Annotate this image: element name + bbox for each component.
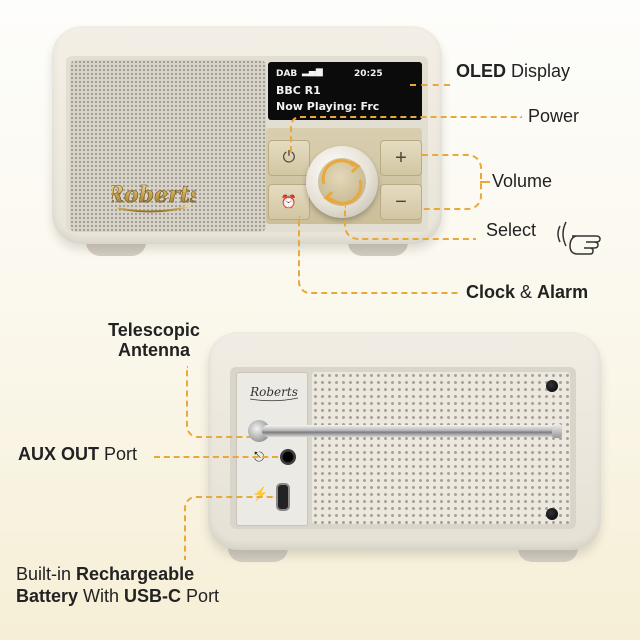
antenna-leader xyxy=(186,366,250,438)
alarm-label-bold: Alarm xyxy=(537,282,589,302)
rotate-arrows-icon xyxy=(321,159,363,205)
minus-icon: − xyxy=(395,190,407,213)
aux-out-port[interactable] xyxy=(280,449,296,465)
roberts-logo-text-front: Roberts xyxy=(112,182,196,208)
clock-label-amp: & xyxy=(515,282,538,302)
roberts-logo-back: Roberts xyxy=(246,382,302,402)
volume-leader xyxy=(422,154,482,210)
alarm-clock-icon: ⏰ xyxy=(280,194,298,209)
usb-c-port[interactable] xyxy=(276,483,290,511)
battery-label-line2: Battery With USB-C Port xyxy=(16,585,219,607)
plus-icon: + xyxy=(395,146,407,169)
telescopic-antenna[interactable] xyxy=(262,425,558,437)
volume-down-button[interactable]: − xyxy=(380,184,422,220)
screen-now-playing: Now Playing: Frc xyxy=(276,100,380,113)
antenna-label: Telescopic Antenna xyxy=(100,320,208,360)
screw-top-right xyxy=(546,380,558,392)
battery-l2-plain: With xyxy=(78,586,125,606)
screw-bottom-right xyxy=(546,508,558,520)
aux-label-rest: Port xyxy=(99,444,138,464)
oled-screen: DAB ▂▄▆ 20:25 BBC R1 Now Playing: Frc xyxy=(268,62,422,120)
aux-leader xyxy=(154,456,278,458)
oled-leader xyxy=(410,84,450,86)
oled-label-rest: Display xyxy=(506,61,571,81)
power-leader xyxy=(290,116,522,154)
battery-l2-rest: Port xyxy=(181,586,220,606)
battery-label: Built-in Rechargeable Battery With USB-C… xyxy=(16,563,219,607)
battery-l1-bold: Rechargeable xyxy=(76,564,195,584)
volume-label: Volume xyxy=(492,171,553,191)
battery-l1-plain: Built-in xyxy=(16,564,77,584)
front-speaker-grille xyxy=(70,60,266,232)
roberts-logo-text-back: Roberts xyxy=(249,385,298,399)
clock-alarm-label: Clock & Alarm xyxy=(466,282,588,303)
volume-leader-tick xyxy=(480,181,490,183)
aux-label-bold: AUX OUT xyxy=(18,444,99,464)
battery-l2-bold2: USB-C xyxy=(124,586,182,606)
hand-press-icon xyxy=(557,221,601,255)
front-foot-left xyxy=(86,240,146,256)
select-leader xyxy=(344,206,476,240)
battery-label-line1: Built-in Rechargeable xyxy=(16,563,219,585)
power-label: Power xyxy=(528,106,580,126)
alarm-button[interactable]: ⏰ xyxy=(268,184,310,220)
aux-out-label: AUX OUT Port xyxy=(18,444,137,465)
select-label: Select xyxy=(486,220,537,240)
usb-leader xyxy=(184,496,276,560)
screen-clock: 20:25 xyxy=(354,69,383,79)
antenna-label-line2: Antenna xyxy=(118,340,190,360)
back-speaker-grille xyxy=(312,372,570,524)
oled-display-label: OLED Display xyxy=(456,61,570,82)
roberts-badge-front: Roberts xyxy=(104,176,232,220)
battery-l2-bold1: Battery xyxy=(16,586,79,606)
antenna-tip xyxy=(552,424,562,438)
power-button[interactable]: ⏻ xyxy=(268,140,310,176)
screen-station: BBC R1 xyxy=(276,84,321,97)
volume-up-button[interactable]: + xyxy=(380,140,422,176)
front-foot-right xyxy=(348,240,408,256)
back-foot-right xyxy=(518,546,578,562)
clock-leader xyxy=(298,216,460,294)
oled-label-bold: OLED xyxy=(456,61,507,81)
screen-signal-icon: ▂▄▆ xyxy=(302,67,323,77)
clock-label-bold: Clock xyxy=(466,282,516,302)
antenna-label-line1: Telescopic xyxy=(108,320,200,340)
screen-source: DAB xyxy=(276,69,298,79)
